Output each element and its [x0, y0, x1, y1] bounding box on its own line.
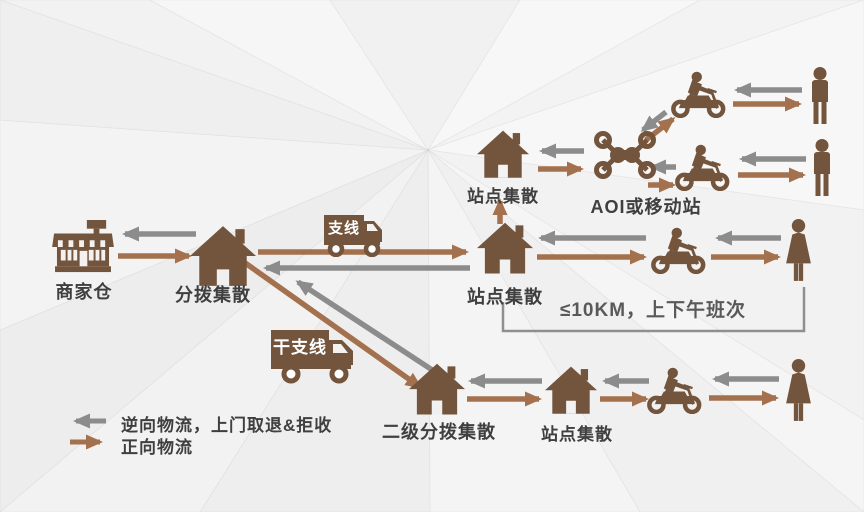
station-hub-bottom-label: 站点集散: [541, 425, 613, 444]
station-hub-mid-label: 站点集散: [467, 287, 543, 307]
customer-man-top: [806, 66, 834, 126]
house-icon: [409, 363, 465, 415]
trunk-truck-label: 干支线: [273, 338, 327, 357]
courier-motorcycle-aoi: [674, 143, 732, 191]
secondary-hub-label: 二级分拨集散: [382, 422, 496, 442]
forward-arrow: [239, 257, 423, 390]
aoi-node: [592, 126, 658, 184]
reverse-arrow: [640, 109, 668, 133]
station-hub-top-label: 站点集散: [467, 187, 539, 206]
truck-icon: [271, 330, 353, 384]
courier-motorcycle-top: [670, 70, 728, 118]
merchant-warehouse-label: 商家仓: [55, 282, 113, 302]
house-icon: [477, 222, 533, 274]
distance-bracket: [501, 287, 806, 333]
drone-icon: [594, 131, 656, 179]
branch-truck-node: 支线: [322, 213, 386, 257]
truck-icon: [324, 215, 382, 257]
courier-motorcycle-bottom: [646, 366, 704, 414]
trunk-truck-node: 干支线: [269, 328, 361, 384]
station-hub-bottom-node: [545, 366, 597, 416]
merchant-warehouse-node: [52, 220, 114, 274]
station-hub-mid-node: [477, 222, 533, 276]
secondary-hub-node: [409, 363, 465, 417]
person-woman-icon: [786, 359, 811, 421]
distribution-hub-label: 分拨集散: [175, 285, 251, 305]
station-hub-top-node: [477, 130, 529, 180]
house-icon: [545, 366, 597, 414]
person-man-icon: [814, 139, 830, 196]
house-icon: [190, 226, 256, 286]
motorcycle-icon: [651, 227, 706, 274]
motorcycle-icon: [671, 71, 726, 118]
motorcycle-icon: [647, 367, 702, 414]
customer-woman-bottom: [783, 358, 814, 424]
person-man-icon: [812, 67, 828, 124]
legend-forward-label: 正向物流: [121, 438, 193, 457]
person-woman-icon: [786, 219, 811, 281]
reverse-arrow: [295, 279, 448, 382]
motorcycle-icon: [675, 144, 730, 191]
branch-truck-label: 支线: [327, 220, 360, 237]
aoi-label: AOI或移动站: [590, 197, 702, 217]
store-icon: [52, 220, 114, 273]
courier-motorcycle-mid: [650, 226, 708, 274]
customer-woman-mid: [783, 218, 814, 284]
distance-note: ≤10KM，上下午班次: [559, 300, 747, 321]
customer-man-second: [808, 138, 836, 198]
house-icon: [477, 130, 529, 178]
distribution-hub-node: [190, 226, 256, 288]
legend-reverse-label: 逆向物流，上门取退&拒收: [121, 416, 333, 435]
